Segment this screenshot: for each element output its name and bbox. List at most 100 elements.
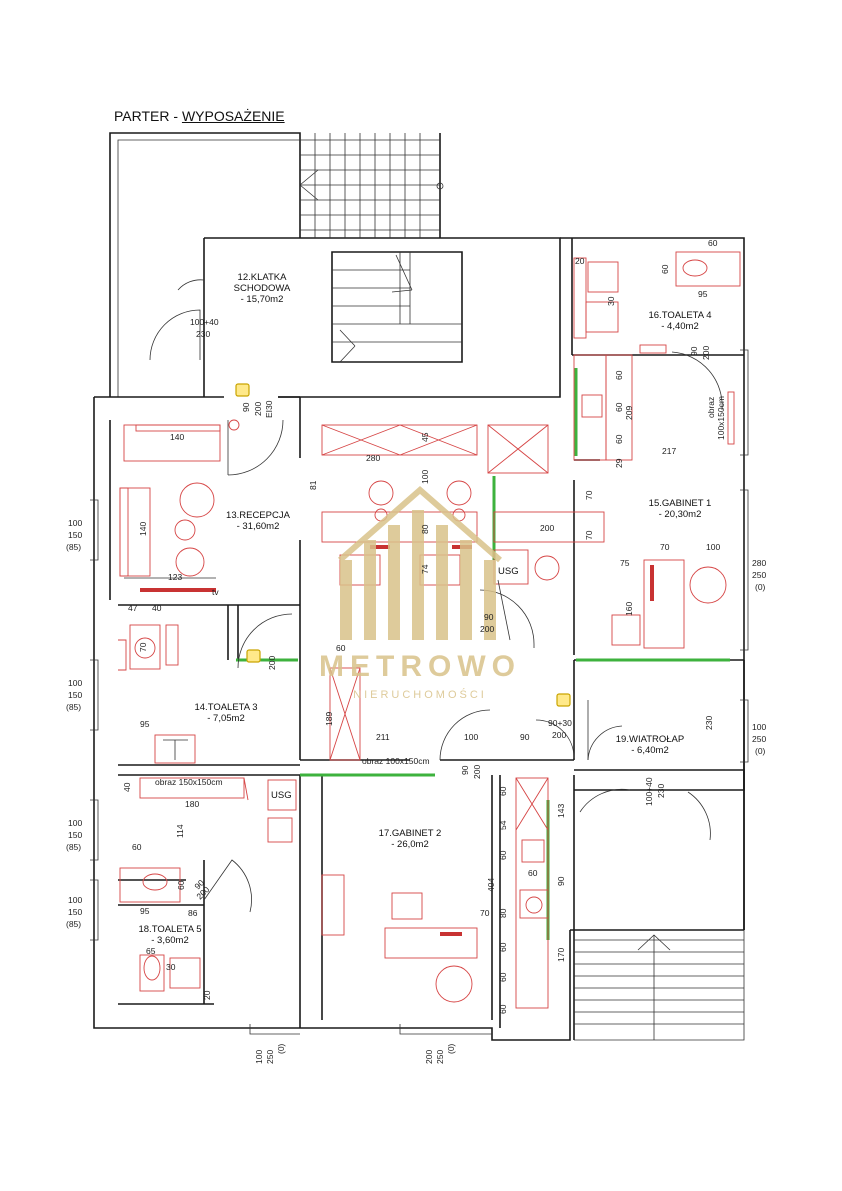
dim-95c: 95 [698, 289, 708, 299]
fire-rating-label: EI30 [264, 400, 274, 418]
dim-60d: 60 [708, 238, 718, 248]
dim-60f: 60 [614, 370, 624, 380]
dim-60m: 60 [498, 972, 508, 982]
win-5-c: (0) [755, 582, 766, 592]
room-16-name: 16.TOALETA 4- 4,40m2 [648, 310, 711, 332]
dim-140v: 140 [138, 522, 148, 536]
dim-81: 81 [308, 480, 318, 490]
dim-100c: 100 [706, 542, 720, 552]
plan-title-underlined: WYPOSAŻENIE [181, 108, 285, 124]
furniture-dimension-labels: 140 140 123 81 280 45 100 80 74 200 70 7… [122, 238, 720, 1014]
win-3-a: 100 [68, 818, 82, 828]
win-2-a: 100 [68, 678, 82, 688]
watermark-tagline: NIERUCHOMOŚCI [353, 688, 487, 701]
dim-70c: 70 [138, 642, 148, 652]
dim-70b: 70 [584, 530, 594, 540]
door-mid-h: 200 [480, 624, 494, 634]
win-5-b: 250 [752, 570, 766, 580]
toilet-5-fixtures [119, 777, 297, 992]
door-wiat-h: 200 [552, 730, 566, 740]
dim-40b: 40 [122, 782, 132, 792]
win-2-b: 150 [68, 690, 82, 700]
dim-65: 65 [146, 946, 156, 956]
dim-160: 160 [624, 602, 634, 616]
win-7-a: 100 [254, 1050, 264, 1064]
door-g2-w: 90 [460, 765, 470, 775]
door-recep-h: 200 [253, 402, 263, 416]
dim-280: 280 [366, 453, 380, 463]
win-6-b: 250 [752, 734, 766, 744]
win-2-c: (85) [66, 702, 81, 712]
entrance-stairs [574, 930, 745, 1041]
dim-45: 45 [420, 432, 430, 442]
win-1-a: 100 [68, 518, 82, 528]
win-7-b: 250 [265, 1050, 275, 1064]
door-stair-h: 230 [196, 329, 210, 339]
room-14-name: 14.TOALETA 3- 7,05m2 [194, 702, 257, 724]
painting-label-3b: 100x150cm [716, 396, 726, 440]
office-2-furniture [321, 777, 549, 1009]
win-8-a: 200 [424, 1050, 434, 1064]
dim-180: 180 [185, 799, 199, 809]
dim-30b: 30 [606, 296, 616, 306]
dim-211: 211 [376, 732, 390, 742]
dim-100: 100 [420, 470, 430, 484]
dim-90b: 90 [520, 732, 530, 742]
dim-143: 143 [556, 804, 566, 818]
win-4-b: 150 [68, 907, 82, 917]
dim-70a: 70 [584, 490, 594, 500]
win-1-b: 150 [68, 530, 82, 540]
dim-95b: 95 [140, 906, 150, 916]
plan-title-prefix: PARTER - [114, 108, 182, 124]
door-swings [227, 419, 575, 761]
dim-74: 74 [420, 564, 430, 574]
tv-label: tv [212, 587, 219, 597]
dim-123: 123 [168, 572, 182, 582]
dim-404: 404 [486, 878, 496, 892]
door-mid-w: 90 [484, 612, 494, 622]
win-3-b: 150 [68, 830, 82, 840]
window-dimension-labels: 100 150 (85) 100 150 (85) 100 150 (85) 1… [66, 518, 766, 1064]
dim-209: 209 [624, 406, 634, 420]
misc-labels: USG USG tv obraz 100x150cm obraz 150x150… [155, 396, 726, 801]
painting-label-1: obraz 100x150cm [362, 756, 430, 766]
watermark: METROWO NIERUCHOMOŚCI [319, 486, 521, 701]
dim-90c: 90 [556, 876, 566, 886]
external-stairs [299, 133, 444, 238]
dim-60j: 60 [498, 850, 508, 860]
room-19-name: 19.WIATROŁAP- 6,40m2 [616, 734, 684, 756]
entrance-terrace [109, 132, 561, 398]
exterior-wall-south [300, 930, 571, 1041]
plan-title: PARTER - WYPOSAŻENIE [114, 108, 285, 124]
win-3-c: (85) [66, 842, 81, 852]
door-wiat-w: 90+30 [548, 718, 572, 728]
room-15-name: 15.GABINET 1- 20,30m2 [649, 498, 712, 520]
win-5-a: 280 [752, 558, 766, 568]
door-wiat-out-w: 100+40 [644, 777, 654, 806]
watermark-brand: METROWO [319, 650, 521, 683]
dim-60l: 60 [498, 942, 508, 952]
dim-20b: 20 [575, 256, 585, 266]
win-8-b: 250 [435, 1050, 445, 1064]
dim-75: 75 [620, 558, 630, 568]
usg-label-1: USG [498, 566, 519, 577]
marker-2 [246, 649, 261, 663]
dim-60a: 60 [336, 643, 346, 653]
usg-label-2: USG [271, 790, 292, 801]
win-4-c: (85) [66, 919, 81, 929]
dim-60h: 60 [614, 434, 624, 444]
dim-230: 230 [704, 716, 714, 730]
dim-80: 80 [420, 524, 430, 534]
dim-86: 86 [188, 908, 198, 918]
win-6-c: (0) [755, 746, 766, 756]
interior-walls [109, 238, 745, 1040]
dim-170: 170 [556, 948, 566, 962]
room-17-name: 17.GABINET 2- 26,0m2 [379, 828, 442, 850]
door-t4-h: 200 [701, 346, 711, 360]
access-markers [235, 383, 571, 707]
dim-47: 47 [128, 603, 138, 613]
dim-140: 140 [170, 432, 184, 442]
dim-200h: 200 [540, 523, 554, 533]
